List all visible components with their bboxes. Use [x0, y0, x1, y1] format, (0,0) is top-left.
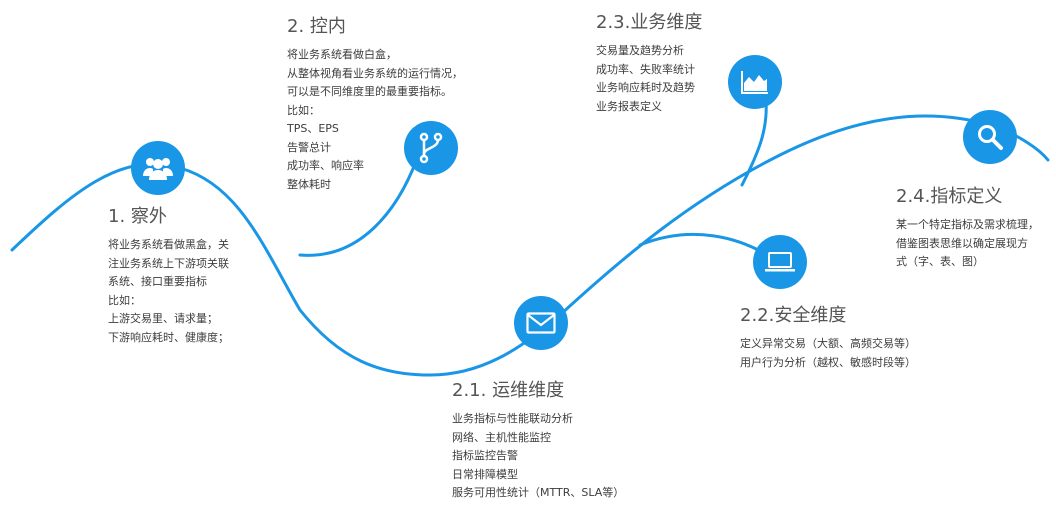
block-title: 2.4.指标定义	[896, 186, 1003, 207]
branch-curve-control	[298, 148, 422, 257]
block-line: 交易量及趋势分析	[596, 44, 684, 57]
block-line: 比如：	[287, 103, 320, 117]
block-line: 借鉴图表思维以确定展现方	[896, 236, 1028, 250]
block-line: 定义异常交易（大额、高频交易等）	[740, 337, 916, 350]
block-line: 下游响应耗时、健康度；	[108, 330, 229, 344]
users-icon	[143, 158, 173, 180]
node-area-chart	[728, 55, 782, 109]
node-search	[963, 110, 1017, 164]
block-line: 成功率、失败率统计	[596, 62, 695, 76]
main-flow-curve	[10, 114, 1050, 377]
block-business-dimension: 2.3.业务维度 交易量及趋势分析 成功率、失败率统计 业务响应耗时及趋势 业务…	[596, 12, 702, 116]
block-line: 某一个特定指标及需求梳理，	[896, 218, 1039, 231]
block-line: 整体耗时	[287, 177, 331, 191]
block-line: 成功率、响应率	[287, 159, 364, 172]
node-users	[131, 141, 185, 195]
search-icon	[978, 125, 1003, 150]
block-line: 系统、接口重要指标	[108, 275, 207, 288]
block-line: 业务报表定义	[596, 99, 662, 113]
block-line: 将业务系统看做黑盒，关	[108, 238, 229, 251]
block-line: 用户行为分析（越权、敏感时段等）	[740, 355, 916, 369]
block-line: 注业务系统上下游项关联	[108, 256, 229, 270]
area-chart-icon	[741, 71, 768, 94]
block-observe-outside: 1. 察外 将业务系统看做黑盒，关 注业务系统上下游项关联 系统、接口重要指标 …	[108, 206, 229, 347]
mail-icon	[526, 312, 556, 334]
block-line: 从整体视角看业务系统的运行情况，	[287, 66, 463, 80]
block-title: 2.2.安全维度	[740, 305, 847, 326]
block-line: 日常排障模型	[452, 467, 518, 481]
block-line: TPS、EPS	[287, 122, 339, 135]
block-title: 2. 控内	[287, 16, 346, 37]
node-laptop	[753, 235, 807, 289]
block-line: 网络、主机性能监控	[452, 430, 551, 444]
block-line: 业务响应耗时及趋势	[596, 81, 695, 94]
branch-icon	[419, 132, 443, 164]
laptop-icon	[765, 252, 795, 272]
block-title: 1. 察外	[108, 206, 167, 227]
block-line: 业务指标与性能联动分析	[452, 412, 573, 425]
block-line: 式（字、表、图）	[896, 255, 984, 268]
block-metric-definition: 2.4.指标定义 某一个特定指标及需求梳理， 借鉴图表思维以确定展现方 式（字、…	[896, 186, 1039, 272]
block-line: 可以是不同维度里的最重要指标。	[287, 85, 452, 98]
block-title: 2.3.业务维度	[596, 12, 703, 33]
block-line: 上游交易里、请求量；	[108, 312, 218, 325]
block-line: 告警总计	[287, 140, 331, 154]
block-line: 服务可用性统计（MTTR、SLA等）	[452, 486, 625, 499]
block-security-dimension: 2.2.安全维度 定义异常交易（大额、高频交易等） 用户行为分析（越权、敏感时段…	[740, 305, 916, 372]
block-line: 指标监控告警	[452, 449, 518, 462]
block-line: 比如：	[108, 293, 141, 307]
block-ops-dimension: 2.1. 运维维度 业务指标与性能联动分析 网络、主机性能监控 指标监控告警 日…	[452, 380, 624, 503]
node-branch	[404, 121, 458, 175]
node-mail	[514, 296, 568, 350]
block-title: 2.1. 运维维度	[452, 380, 565, 401]
block-line: 将业务系统看做白盒，	[287, 48, 397, 61]
block-control-inside: 2. 控内 将业务系统看做白盒， 从整体视角看业务系统的运行情况， 可以是不同维…	[287, 16, 463, 194]
